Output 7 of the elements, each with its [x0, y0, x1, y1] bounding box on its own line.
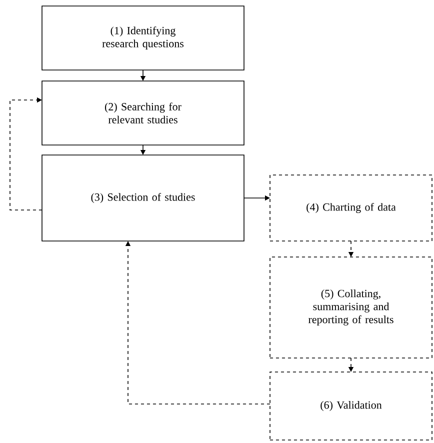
process-box: (3) Selection of studies	[42, 154, 244, 242]
arrow	[10, 97, 42, 210]
process-box: (5) Collating, summarising and reporting of results	[270, 256, 432, 358]
process-box: (4) Charting of data	[270, 174, 432, 242]
process-box: (2) Searching for relevant studies	[42, 80, 244, 146]
process-box: (6) Validation	[270, 372, 432, 440]
process-box: (1) Identifying research questions	[42, 6, 244, 70]
